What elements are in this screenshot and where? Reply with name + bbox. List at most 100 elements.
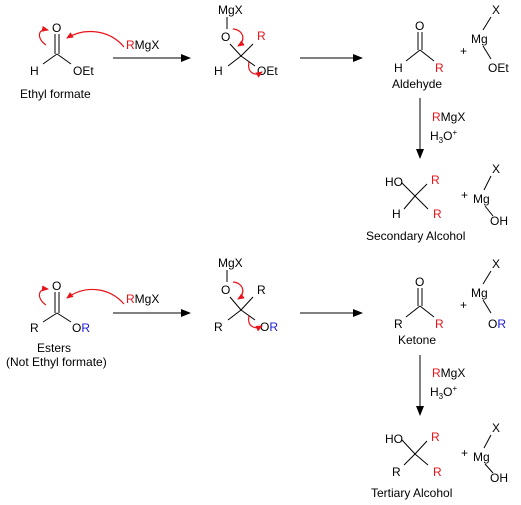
bond-line xyxy=(419,49,435,62)
atom-label: + xyxy=(452,128,457,137)
bond-line xyxy=(482,270,492,285)
bond-line xyxy=(240,55,256,67)
secondary-alcohol-label: Secondary Alcohol xyxy=(366,229,465,243)
atom-label: OEt xyxy=(257,64,278,78)
bond-line xyxy=(414,195,429,210)
atom-label: OH xyxy=(490,214,508,228)
bond-line xyxy=(403,195,416,210)
atom-label: X xyxy=(492,3,500,17)
mg-x-oh-byproduct-2: X Mg OH xyxy=(473,421,508,485)
curly-arrow-1b xyxy=(66,31,125,48)
grignard-reagent-1: RMgX xyxy=(126,38,159,52)
curly-arrow-4a xyxy=(232,281,245,300)
atom-label: O xyxy=(221,283,230,297)
plus-2: + xyxy=(461,188,468,202)
atom-label: O xyxy=(221,30,230,44)
atom-label: R xyxy=(433,465,442,479)
bond-line xyxy=(414,440,428,455)
bond-line xyxy=(483,175,492,191)
atom-label: X xyxy=(492,257,500,271)
atom-label: Mg xyxy=(471,286,488,300)
atom-label: 3 xyxy=(439,392,444,401)
atom-label: Mg xyxy=(473,450,490,464)
atom-label: OEt xyxy=(488,61,509,75)
ethoxy-group: OEt xyxy=(73,64,94,78)
bond-line xyxy=(419,305,435,318)
atom-label: OR xyxy=(488,317,506,331)
atom-label: R xyxy=(257,283,266,297)
mg-x-oet-byproduct: X Mg OEt xyxy=(471,3,509,75)
atom-label: O xyxy=(415,19,424,33)
atom-label: O xyxy=(488,317,497,331)
atom-label: H xyxy=(392,207,401,221)
curly-arrow-4b xyxy=(248,315,263,332)
atom-label: R xyxy=(30,321,39,335)
ketone-label: Ketone xyxy=(398,333,436,347)
atom-label: MgX xyxy=(135,292,160,306)
atom-label: H xyxy=(430,385,439,399)
plus-4: + xyxy=(461,446,468,460)
atom-label: HO xyxy=(385,432,403,446)
atom-label: O xyxy=(260,320,269,334)
atom-label: R xyxy=(214,320,223,334)
ethyl-formate-structure: O H OEt xyxy=(30,21,94,78)
atom-label: R xyxy=(497,317,506,331)
atom-label: MgX xyxy=(218,3,243,17)
bond-line xyxy=(482,16,492,31)
bond-line xyxy=(227,55,242,67)
bond-line xyxy=(56,312,72,323)
atom-label: MgX xyxy=(441,366,466,380)
atom-label: R xyxy=(392,465,401,479)
atom-label: + xyxy=(452,384,457,393)
atom-label: R xyxy=(269,320,278,334)
atom-label: O xyxy=(443,129,452,143)
aldehyde-label: Aldehyde xyxy=(392,77,442,91)
bond-line xyxy=(405,49,421,62)
atom-label: R xyxy=(431,173,440,187)
bond-line xyxy=(56,53,72,65)
atom-label: HO xyxy=(385,175,403,189)
atom-label: R xyxy=(431,430,440,444)
bond-line xyxy=(482,299,492,314)
bond-line xyxy=(227,309,242,321)
atom-label: H xyxy=(394,61,403,75)
bond-line xyxy=(414,453,429,466)
plus-3: + xyxy=(460,298,467,312)
atom-label: Mg xyxy=(471,32,488,46)
atom-label: X xyxy=(492,421,500,435)
mg-x-or-byproduct: X Mg OR xyxy=(471,257,506,331)
atom-label: R xyxy=(432,110,441,124)
atom-label: MgX xyxy=(441,110,466,124)
bond-line xyxy=(414,183,428,197)
bond-line xyxy=(42,312,58,323)
atom-label: R xyxy=(435,317,444,331)
not-ethyl-formate-label: (Not Ethyl formate) xyxy=(6,355,107,369)
atom-label: R xyxy=(81,321,90,335)
atom-label: H xyxy=(430,129,439,143)
atom-label: R xyxy=(435,61,444,75)
grignard-reagent-3: RMgX xyxy=(126,292,159,306)
atom-label: O xyxy=(415,275,424,289)
atom-label: H xyxy=(214,64,223,78)
bond-line xyxy=(403,453,416,466)
atom-label: R xyxy=(433,207,442,221)
grignard-reagent-4: RMgX xyxy=(432,366,465,380)
bond-line xyxy=(483,434,492,449)
atom-label: OR xyxy=(72,321,90,335)
bond-line xyxy=(405,305,421,318)
atom-label: X xyxy=(492,162,500,176)
curly-arrow-2a xyxy=(232,28,245,47)
aldehyde-structure: O H R xyxy=(394,19,444,75)
bond-line xyxy=(484,463,494,474)
bond-line xyxy=(42,53,58,65)
acid-workup-2: H3O+ xyxy=(430,384,457,401)
curly-arrow-2b xyxy=(248,61,263,78)
atom-label: O xyxy=(52,279,61,293)
atom-label: R xyxy=(126,38,135,52)
ethyl-formate-label: Ethyl formate xyxy=(20,87,91,101)
bond-line xyxy=(240,296,254,311)
atom-label: Mg xyxy=(473,192,490,206)
bond-line xyxy=(229,43,242,57)
